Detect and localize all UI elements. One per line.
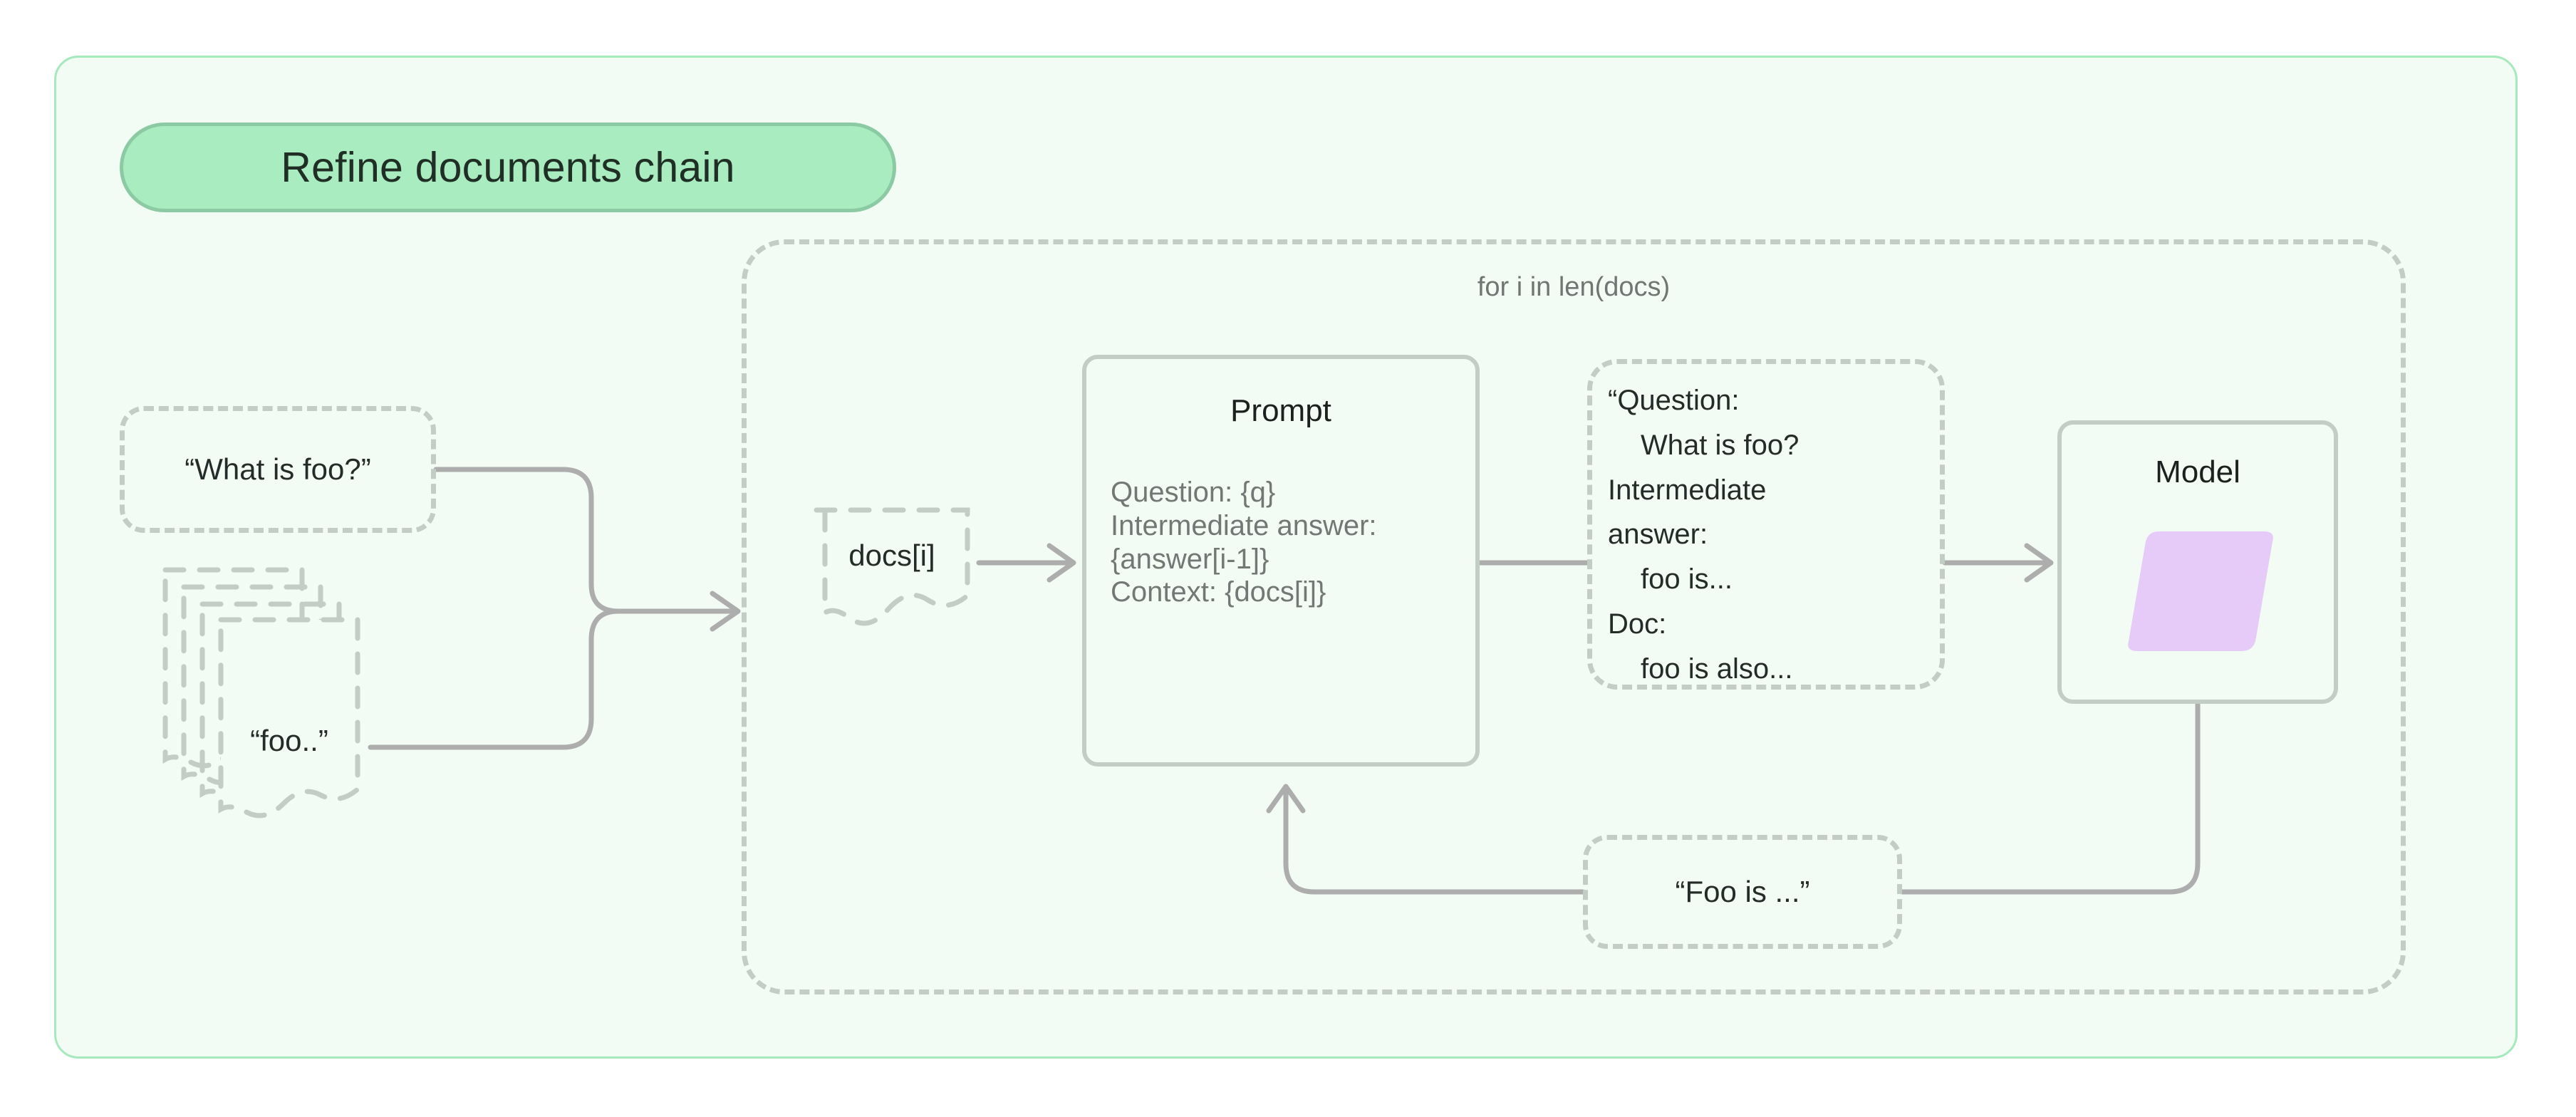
prompt-line-3: {answer[i-1]} [1111,543,1269,575]
diagram-title-badge: Refine documents chain [120,123,896,212]
input-question-label: “What is foo?” [185,452,371,486]
model-node[interactable]: Model [2057,420,2338,704]
rendered-prompt-text: “Question: What is foo? Intermediate ans… [1608,378,1930,692]
loop-container [742,239,2406,994]
input-documents-stack[interactable]: “foo..” [162,567,370,819]
input-question-node[interactable]: “What is foo?” [120,406,436,533]
document-shape-front [208,607,370,819]
prompt-body: Question: {q} Intermediate answer: {answ… [1111,476,1460,609]
prompt-title: Prompt [1230,393,1331,428]
prompt-node[interactable]: Prompt Question: {q} Intermediate answer… [1082,355,1480,767]
model-parallelogram-icon [2124,526,2277,651]
model-answer-node[interactable]: “Foo is ...” [1583,835,1902,949]
prompt-line-2: Intermediate answer: [1111,509,1377,541]
prompt-line-4: Context: {docs[i]} [1111,576,1326,608]
model-answer-label: “Foo is ...” [1675,875,1810,908]
rendered-line-4: answer: [1608,519,1708,551]
rendered-line-6: Doc: [1608,608,1667,640]
rendered-line-5: foo is... [1641,563,1733,596]
rendered-line-3: Intermediate [1608,474,1767,506]
page-title: Refine documents chain [281,144,735,191]
rendered-line-2: What is foo? [1641,429,1799,461]
docs-index-node[interactable]: docs[i] [805,499,979,626]
input-documents-label: “foo..” [250,724,328,757]
prompt-line-1: Question: {q} [1111,477,1276,508]
model-title: Model [2155,454,2240,489]
docs-index-label: docs[i] [848,539,935,572]
rendered-line-7: foo is also... [1641,653,1793,685]
document-shape-docsi [805,499,979,626]
loop-label: for i in len(docs) [1477,272,1671,302]
rendered-prompt-node[interactable]: “Question: What is foo? Intermediate ans… [1587,359,1945,690]
rendered-line-1: “Question: [1608,385,1740,416]
